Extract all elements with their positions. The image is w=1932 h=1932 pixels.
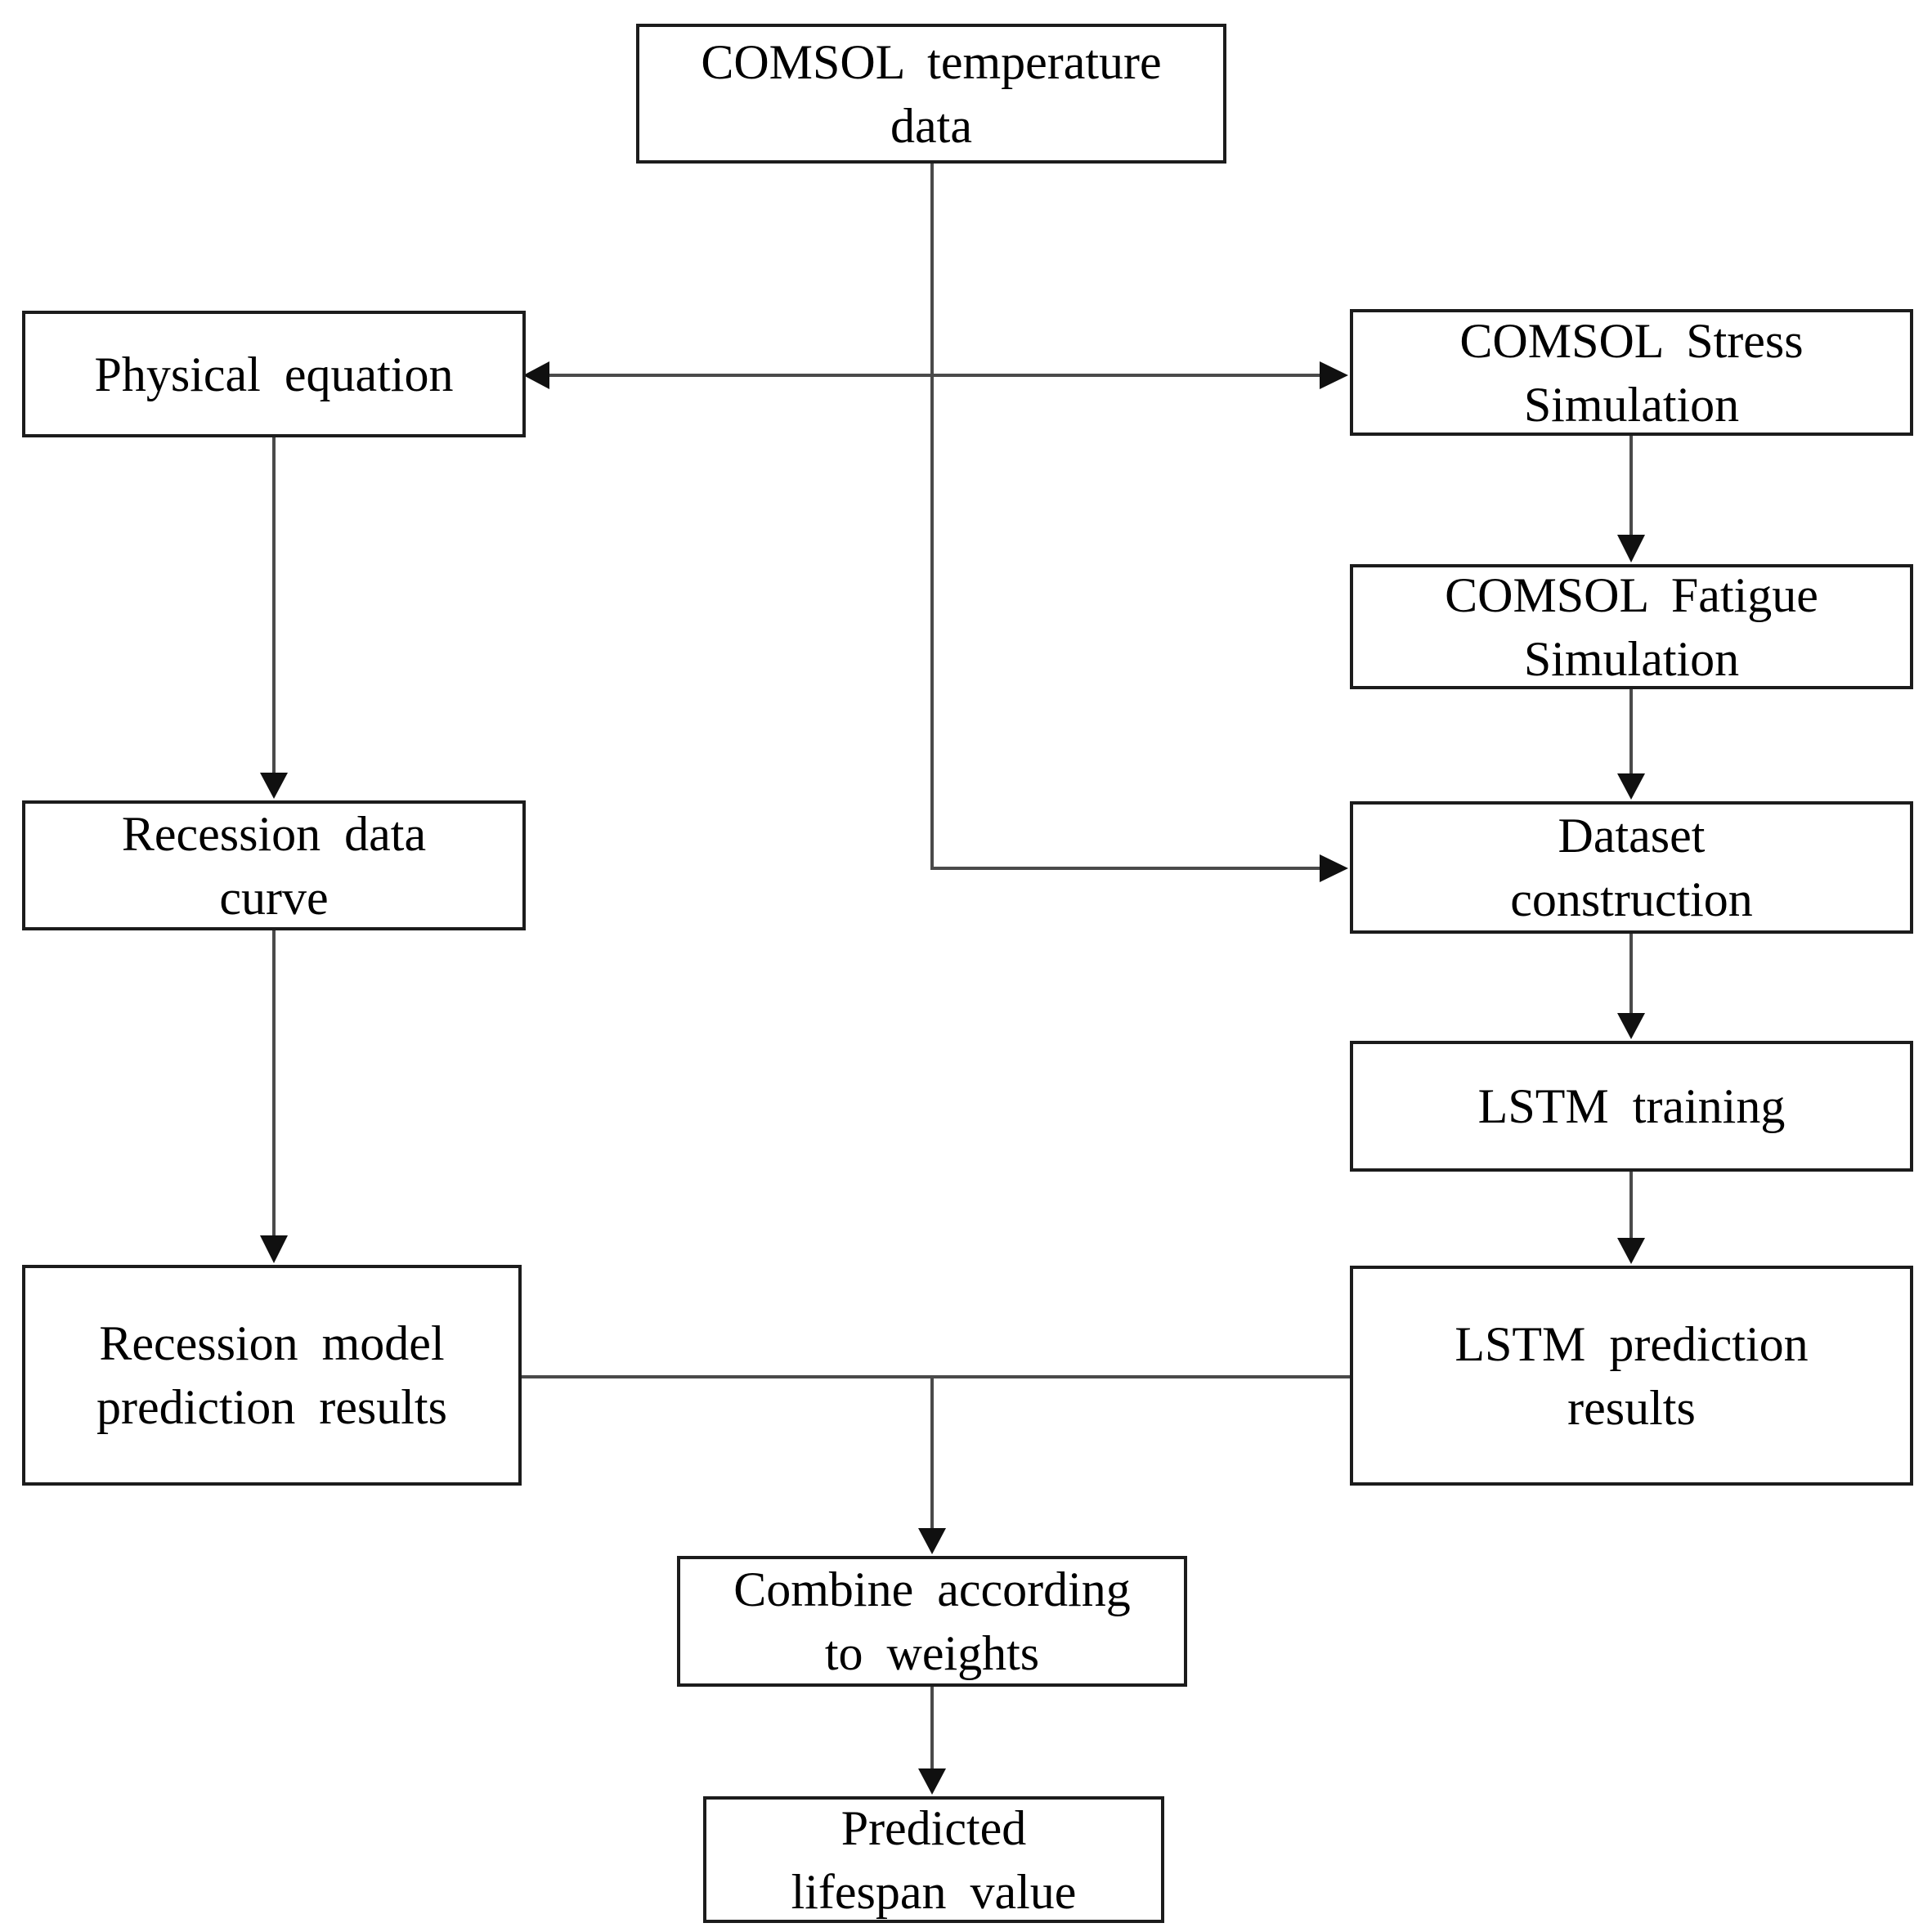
node-label: Recession model prediction results (96, 1316, 447, 1434)
node-comsol-fatigue-simulation: COMSOL Fatigue Simulation (1350, 564, 1913, 689)
node-label: Physical equation (94, 347, 454, 401)
edge-fatigue-to-dataset-construction (1617, 689, 1645, 800)
node-lstm-prediction-results: LSTM prediction results (1350, 1266, 1913, 1486)
edge-results-to-combine (918, 1377, 946, 1554)
node-predicted-lifespan-value: Predicted lifespan value (703, 1796, 1164, 1923)
edge-dataset-construction-to-lstm-training (1617, 934, 1645, 1039)
node-combine-according-to-weights: Combine according to weights (677, 1556, 1187, 1687)
node-label: Recession data curve (121, 806, 427, 925)
node-label: LSTM prediction results (1455, 1316, 1809, 1435)
edge-physical-equation-to-recession-data-curve (260, 437, 288, 799)
node-physical-equation: Physical equation (22, 311, 526, 437)
edge-combine-to-predicted-lifespan (918, 1687, 946, 1795)
node-recession-model-prediction-results: Recession model prediction results (22, 1265, 522, 1486)
node-label: Combine according to weights (733, 1562, 1131, 1680)
node-label: COMSOL Stress Simulation (1459, 313, 1804, 432)
node-comsol-stress-simulation: COMSOL Stress Simulation (1350, 309, 1913, 436)
node-label: COMSOL Fatigue Simulation (1445, 567, 1818, 686)
edge-recession-data-curve-to-recession-model-results (260, 930, 288, 1263)
node-label: LSTM training (1477, 1079, 1786, 1133)
edge-lstm-training-to-lstm-prediction-results (1617, 1172, 1645, 1264)
node-comsol-temperature-data: COMSOL temperature data (636, 24, 1226, 164)
node-recession-data-curve: Recession data curve (22, 800, 526, 930)
node-lstm-training: LSTM training (1350, 1041, 1913, 1172)
node-label: Dataset construction (1510, 809, 1753, 926)
node-label: Predicted lifespan value (791, 1800, 1077, 1919)
edge-temperature-to-dataset-construction (930, 164, 1348, 882)
edge-stress-to-fatigue (1617, 436, 1645, 563)
edge-physical-equation-stress-simulation-bidirectional (523, 361, 1348, 389)
node-dataset-construction: Dataset construction (1350, 801, 1913, 934)
node-label: COMSOL temperature data (701, 34, 1162, 153)
